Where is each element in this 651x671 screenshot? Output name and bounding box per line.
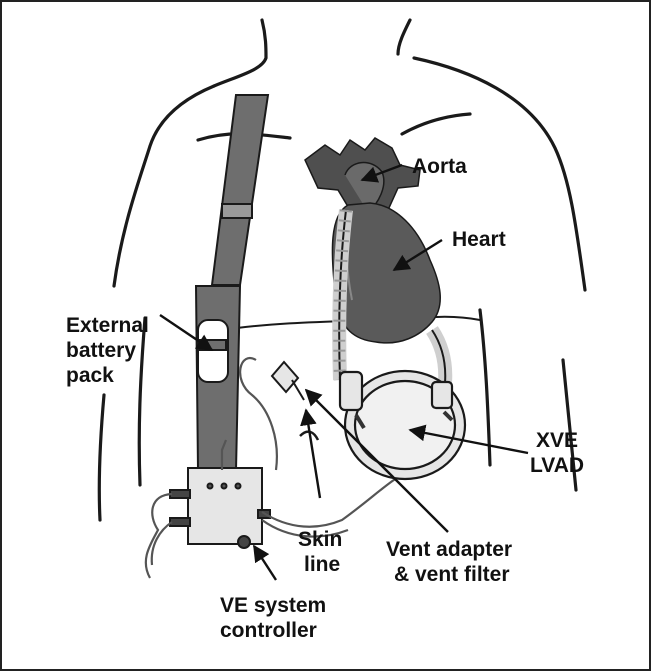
- battery-strap: [196, 95, 268, 470]
- skin-line-label-line-2: line: [304, 553, 340, 576]
- outflow-graft: [339, 210, 346, 380]
- vent-line: [240, 358, 277, 470]
- vent-label-line-1: Vent adapter: [386, 538, 512, 561]
- battery-label-line-2: battery: [66, 339, 136, 362]
- controller-box: [188, 468, 262, 544]
- strap-upper: [212, 95, 268, 285]
- shoulder-left: [114, 86, 214, 286]
- battery-label-line-1: External: [66, 314, 149, 337]
- arm-right-inner: [480, 310, 490, 465]
- driveline: [262, 470, 410, 527]
- skin-line-label-line-1: Skin: [298, 528, 342, 551]
- neck-right: [398, 20, 410, 54]
- lvad-label-line-2: LVAD: [530, 454, 584, 477]
- arm-left-outer: [99, 395, 104, 520]
- controller-label-line-1: VE system: [220, 594, 326, 617]
- lvad-label-line-1: XVE: [536, 429, 578, 452]
- battery-label-line-3: pack: [66, 364, 114, 387]
- controller-left-cable-2: [152, 522, 172, 565]
- vent-label-line-2: & vent filter: [394, 563, 510, 586]
- heart-label: Heart: [452, 228, 506, 251]
- neck-left: [214, 20, 266, 86]
- vent-adapter: [272, 362, 304, 400]
- strap-buckle: [222, 204, 252, 218]
- controller-arrow: [254, 546, 276, 580]
- controller-label-line-2: controller: [220, 619, 317, 642]
- lvad-pump: [340, 371, 465, 479]
- arm-left-inner: [139, 318, 145, 485]
- controller-device: [170, 468, 270, 548]
- skin-line-arrow: [306, 410, 320, 498]
- aorta-label: Aorta: [412, 155, 467, 178]
- clavicle-right: [402, 114, 470, 134]
- labels: Aorta Heart External battery pack XVE LV…: [66, 155, 584, 642]
